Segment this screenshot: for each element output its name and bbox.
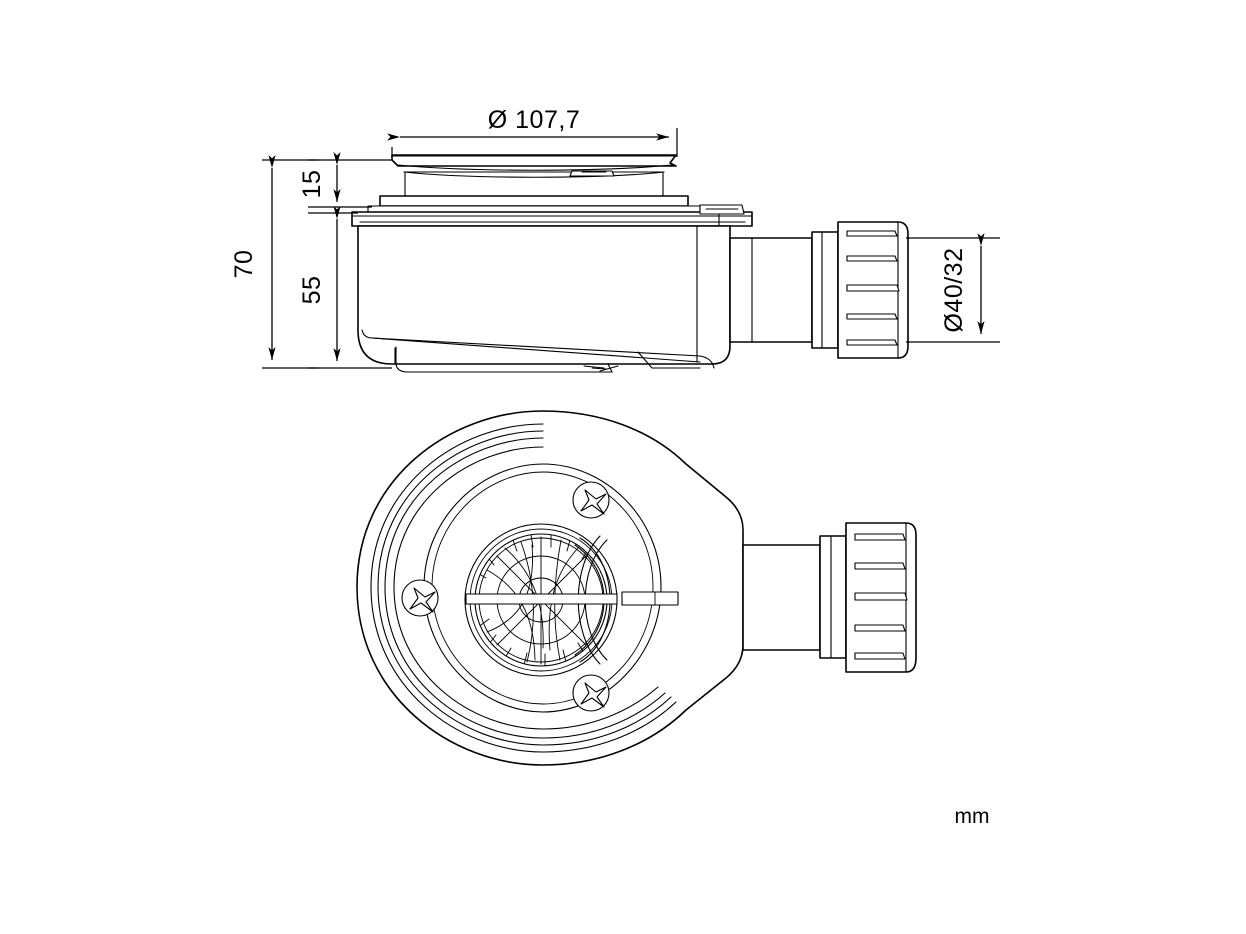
plan-outlet-collar — [819, 535, 847, 659]
dimension-set-side-view: Ø 107,7 70 15 55 — [230, 106, 1000, 369]
dimension-body-height: 55 — [298, 206, 392, 369]
dimension-cover-diameter: Ø 107,7 — [387, 106, 678, 157]
cover-stem — [404, 172, 664, 197]
body-flange — [351, 211, 753, 227]
dimension-label-cover-diameter: Ø 107,7 — [488, 106, 580, 134]
dimension-label-outlet-diameter: Ø40/32 — [940, 247, 968, 332]
upper-collar — [367, 195, 701, 214]
plan-nut-ribs — [854, 533, 908, 660]
trap-body — [357, 225, 731, 373]
plan-union-nut — [845, 522, 917, 673]
unit-label: mm — [955, 805, 990, 828]
outlet-collar — [811, 231, 839, 349]
screw-bottom — [572, 674, 610, 712]
fixing-screws — [401, 481, 610, 712]
dimension-outlet-diameter: Ø40/32 — [906, 233, 1000, 343]
plan-view — [356, 410, 917, 766]
outlet-pipe — [699, 204, 813, 343]
dimension-label-cover-height: 15 — [298, 170, 326, 199]
screw-top — [572, 481, 610, 519]
union-nut — [837, 221, 909, 359]
dimension-label-overall-height: 70 — [230, 250, 258, 279]
screw-left — [401, 579, 439, 617]
grate-outer-slots — [475, 534, 589, 666]
nut-ribs — [846, 230, 900, 346]
dimension-label-body-height: 55 — [298, 276, 326, 305]
grate-lift-bar — [465, 591, 679, 606]
side-elevation-view — [351, 154, 909, 373]
plan-outlet-pipe — [742, 544, 821, 651]
